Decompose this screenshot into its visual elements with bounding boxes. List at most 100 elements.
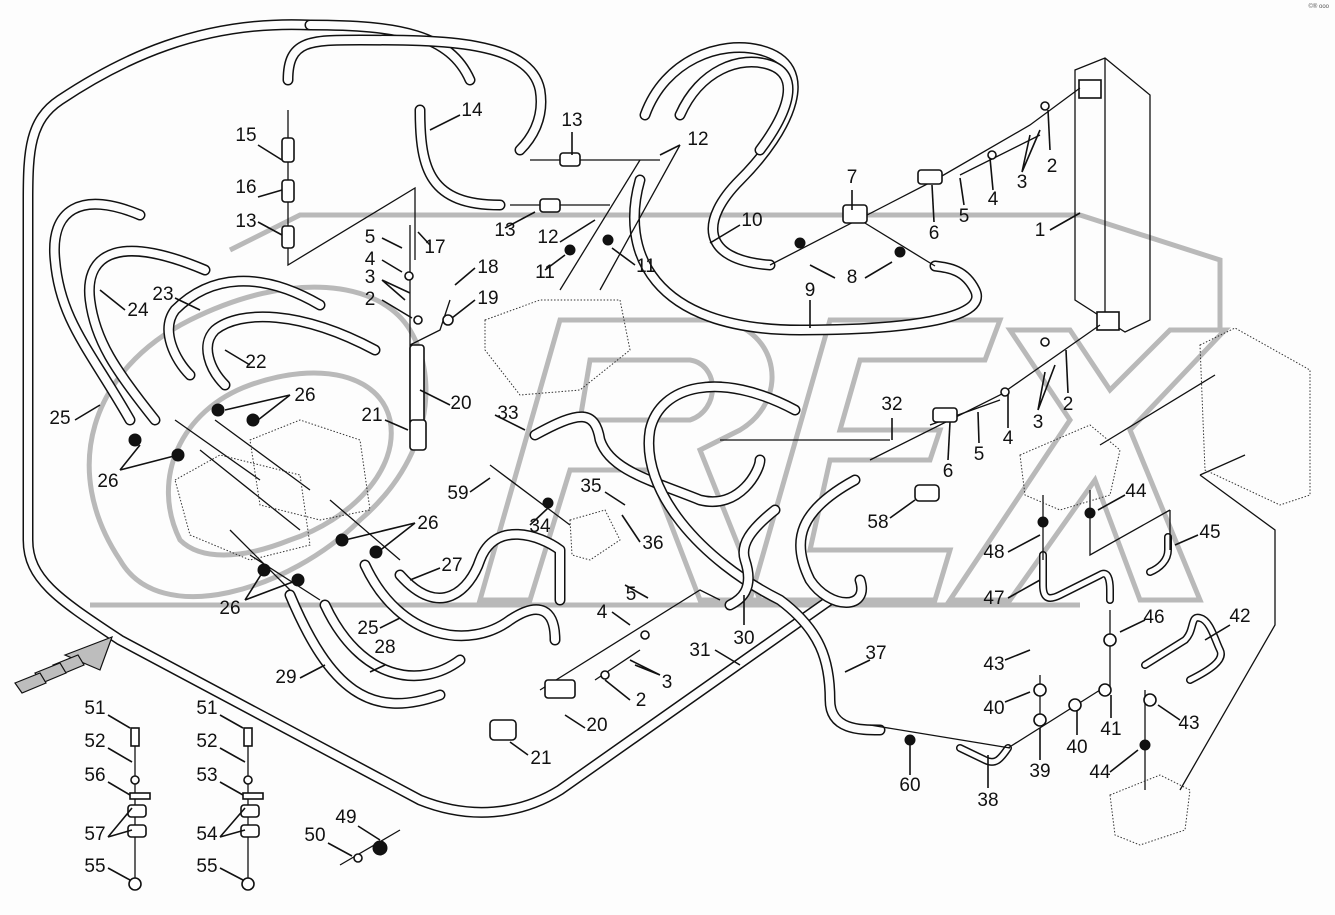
callout-49[interactable]: 49 [335, 807, 356, 828]
callout-13[interactable]: 13 [494, 220, 515, 241]
callout-22[interactable]: 22 [245, 352, 266, 373]
hose-27[interactable] [394, 528, 566, 606]
hose-25-lower[interactable] [359, 559, 561, 646]
callout-30[interactable]: 30 [733, 628, 754, 649]
plate-53[interactable] [242, 792, 264, 800]
callout-5[interactable]: 5 [365, 227, 376, 248]
coupler-21b[interactable] [489, 719, 517, 741]
fitting-6a[interactable] [917, 169, 943, 185]
callout-59[interactable]: 59 [447, 483, 468, 504]
pipe-38[interactable] [956, 744, 1012, 766]
tee-7[interactable] [842, 204, 868, 224]
callout-60[interactable]: 60 [899, 775, 920, 796]
callout-4[interactable]: 4 [1003, 428, 1014, 449]
callout-51[interactable]: 51 [196, 698, 217, 719]
callout-16[interactable]: 16 [235, 177, 256, 198]
callout-40[interactable]: 40 [1066, 737, 1087, 758]
callout-52[interactable]: 52 [84, 731, 105, 752]
callout-29[interactable]: 29 [275, 667, 296, 688]
callout-47[interactable]: 47 [983, 588, 1004, 609]
callout-18[interactable]: 18 [477, 257, 498, 278]
manifold-20a[interactable] [409, 344, 425, 426]
callout-39[interactable]: 39 [1029, 761, 1050, 782]
plate-56[interactable] [129, 792, 151, 800]
hose-28[interactable] [319, 599, 466, 682]
hose-10[interactable] [639, 42, 799, 271]
callout-50[interactable]: 50 [304, 825, 325, 846]
callout-26[interactable]: 26 [417, 513, 438, 534]
callout-20[interactable]: 20 [586, 715, 607, 736]
callout-12[interactable]: 12 [537, 227, 558, 248]
pipe-47[interactable] [1039, 551, 1114, 604]
callout-26[interactable]: 26 [294, 385, 315, 406]
fitting-6b[interactable] [932, 407, 958, 423]
callout-12[interactable]: 12 [687, 129, 708, 150]
callout-1[interactable]: 1 [1035, 220, 1046, 241]
hose-large-arc[interactable] [643, 381, 886, 736]
callout-28[interactable]: 28 [374, 637, 395, 658]
callout-4[interactable]: 4 [365, 249, 376, 270]
callout-45[interactable]: 45 [1199, 522, 1220, 543]
callout-20[interactable]: 20 [450, 393, 471, 414]
callout-26[interactable]: 26 [219, 598, 240, 619]
hose-9[interactable] [628, 174, 983, 336]
callout-42[interactable]: 42 [1229, 606, 1250, 627]
hose-33[interactable] [529, 411, 766, 508]
callout-48[interactable]: 48 [983, 542, 1004, 563]
hose-30[interactable] [724, 504, 781, 611]
callout-58[interactable]: 58 [867, 512, 888, 533]
callout-3[interactable]: 3 [662, 672, 673, 693]
callout-31[interactable]: 31 [689, 640, 710, 661]
callout-5[interactable]: 5 [974, 444, 985, 465]
callout-5[interactable]: 5 [959, 206, 970, 227]
fitting-13c[interactable] [539, 198, 561, 213]
callout-6[interactable]: 6 [943, 461, 954, 482]
callout-54[interactable]: 54 [196, 824, 218, 845]
callout-4[interactable]: 4 [988, 189, 999, 210]
clamp-57-top[interactable] [127, 804, 147, 818]
callout-40[interactable]: 40 [983, 698, 1004, 719]
callout-5[interactable]: 5 [626, 584, 637, 605]
callout-57[interactable]: 57 [84, 824, 105, 845]
callout-25[interactable]: 25 [357, 618, 378, 639]
callout-10[interactable]: 10 [741, 210, 762, 231]
callout-4[interactable]: 4 [597, 602, 608, 623]
callout-11[interactable]: 11 [636, 256, 656, 277]
callout-26[interactable]: 26 [97, 471, 118, 492]
coupler-58[interactable] [914, 484, 940, 502]
callout-7[interactable]: 7 [847, 167, 858, 188]
callout-2[interactable]: 2 [636, 690, 647, 711]
callout-33[interactable]: 33 [497, 403, 518, 424]
hose-25-upper[interactable] [83, 245, 211, 426]
bolt-51b[interactable] [243, 727, 253, 747]
fitting-16[interactable] [281, 179, 295, 203]
callout-2[interactable]: 2 [1063, 394, 1074, 415]
callout-27[interactable]: 27 [441, 555, 462, 576]
fitting-13b[interactable] [559, 152, 581, 167]
fitting-15[interactable] [281, 137, 295, 163]
callout-6[interactable]: 6 [929, 223, 940, 244]
callout-43[interactable]: 43 [983, 654, 1004, 675]
callout-46[interactable]: 46 [1143, 607, 1164, 628]
callout-2[interactable]: 2 [1047, 156, 1058, 177]
callout-3[interactable]: 3 [365, 267, 376, 288]
callout-8[interactable]: 8 [847, 267, 858, 288]
callout-52[interactable]: 52 [196, 731, 217, 752]
callout-19[interactable]: 19 [477, 288, 498, 309]
pipe-45[interactable] [1146, 533, 1172, 576]
callout-13[interactable]: 13 [235, 211, 256, 232]
callout-32[interactable]: 32 [881, 394, 902, 415]
callout-56[interactable]: 56 [84, 765, 105, 786]
callout-53[interactable]: 53 [196, 765, 217, 786]
callout-44[interactable]: 44 [1125, 481, 1147, 502]
callout-38[interactable]: 38 [977, 790, 998, 811]
manifold-20b[interactable] [544, 679, 576, 699]
fitting-13[interactable] [281, 225, 295, 249]
callout-51[interactable]: 51 [84, 698, 105, 719]
callout-9[interactable]: 9 [805, 280, 816, 301]
callout-25[interactable]: 25 [49, 408, 70, 429]
callout-24[interactable]: 24 [127, 300, 149, 321]
callout-55[interactable]: 55 [196, 856, 217, 877]
callout-15[interactable]: 15 [235, 125, 256, 146]
hose-14[interactable] [282, 34, 547, 211]
